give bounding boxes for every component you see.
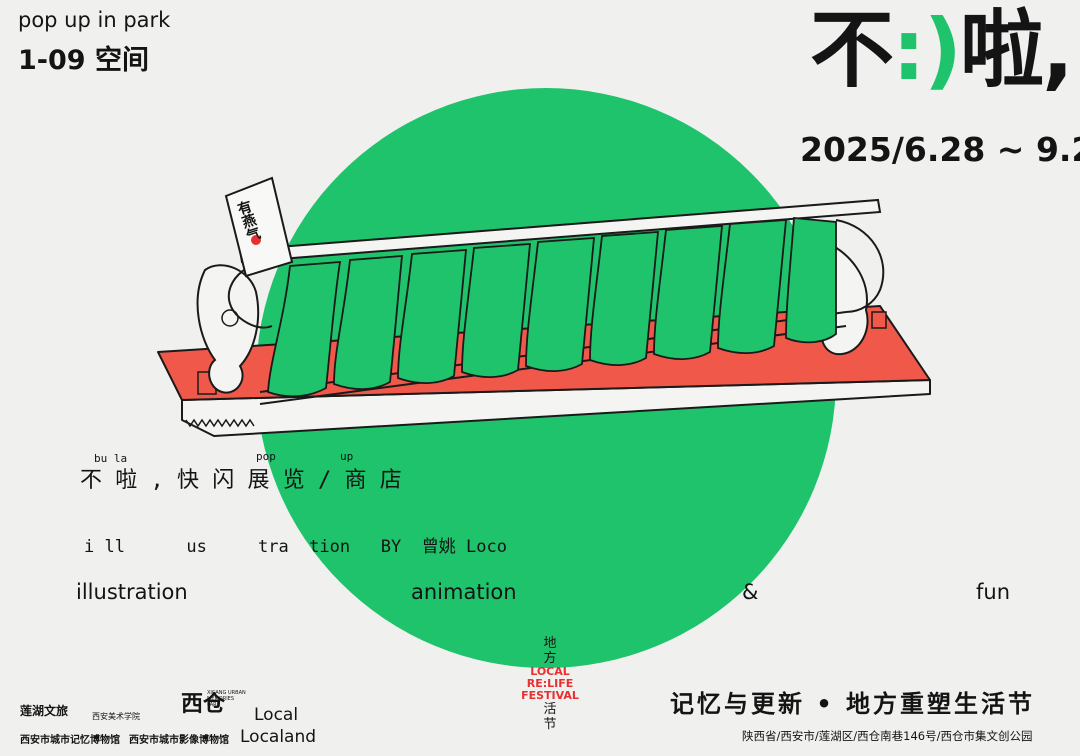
tagline-small: pop up in park xyxy=(18,8,171,32)
festival-char: 活 xyxy=(543,702,557,717)
chopstick-card xyxy=(224,176,294,278)
handwriting-sup-up: up xyxy=(340,450,354,463)
keyword-illustration: illustration xyxy=(76,580,188,604)
dumpling xyxy=(589,231,660,366)
festival-char: 地 xyxy=(543,636,557,651)
dumpling xyxy=(333,255,404,390)
festival-english: FESTIVAL xyxy=(521,689,579,702)
festival-char: 方 xyxy=(543,651,557,666)
partner-logo-academy: 西安美术学院 xyxy=(92,712,140,721)
hand-sticker xyxy=(221,309,239,327)
partner-logo-xicang-sub: XICANG URBAN MEMORIES PARK xyxy=(207,690,246,708)
dumpling xyxy=(397,249,468,384)
brand-logo: 不:)啦, xyxy=(810,8,1074,92)
dumpling xyxy=(267,261,342,398)
handwriting-line1: 不 啦 , 快 闪 展 览 / 商 店 xyxy=(80,468,402,493)
handwriting-phonetic: bu la xyxy=(94,452,128,465)
partner-logo-xicang: 西仓 xyxy=(181,692,226,717)
org-image-museum: 西安市城市影像博物馆 xyxy=(129,735,229,746)
brand-part2: :) xyxy=(892,1,962,99)
handwriting-sup-pop: pop xyxy=(256,450,276,463)
dumpling xyxy=(717,219,788,354)
keyword-fun: fun xyxy=(976,580,1011,604)
left-hand xyxy=(196,264,260,394)
dumplings xyxy=(267,217,837,398)
brand-part1: 不 xyxy=(810,1,894,99)
dumpling xyxy=(653,225,724,360)
festival-logo: 地 方 LOCAL RE:LIFE FESTIVAL 活 节 xyxy=(512,636,588,732)
event-dates: 2025/6.28 ~ 9.28 xyxy=(800,130,1080,169)
partner-logo-lianhu: 莲湖文旅 xyxy=(20,704,69,718)
keyword-ampersand: & xyxy=(742,580,759,604)
space-label: 1-09 空间 xyxy=(18,45,149,76)
handwriting-line2: i ll us tra tion BY 曾姚 Loco xyxy=(84,537,507,557)
card xyxy=(224,176,294,278)
brand-part3: 啦, xyxy=(960,1,1074,99)
festival-english: RE:LIFE xyxy=(526,677,574,690)
slogan: 记忆与更新 • 地方重塑生活节 xyxy=(670,690,1036,718)
partner-logo-local: Local xyxy=(254,705,299,725)
rail-loop-right xyxy=(835,219,885,313)
festival-char: 节 xyxy=(543,717,557,732)
tray-hole-right xyxy=(871,311,887,329)
rail-loop-left xyxy=(228,261,273,329)
dumpling xyxy=(785,217,837,344)
tray-teeth xyxy=(185,418,255,428)
org-memory-museum: 西安市城市记忆博物馆 xyxy=(20,735,120,746)
partner-logo-localand: Localand xyxy=(240,727,317,747)
dumpling xyxy=(461,243,532,378)
dumpling xyxy=(525,237,596,372)
card-red-dot xyxy=(251,235,261,245)
keyword-animation: animation xyxy=(411,580,517,604)
festival-english: LOCAL xyxy=(530,665,570,678)
address: 陕西省/西安市/莲湖区/西仓南巷146号/西仓市集文创公园 xyxy=(742,729,1033,743)
